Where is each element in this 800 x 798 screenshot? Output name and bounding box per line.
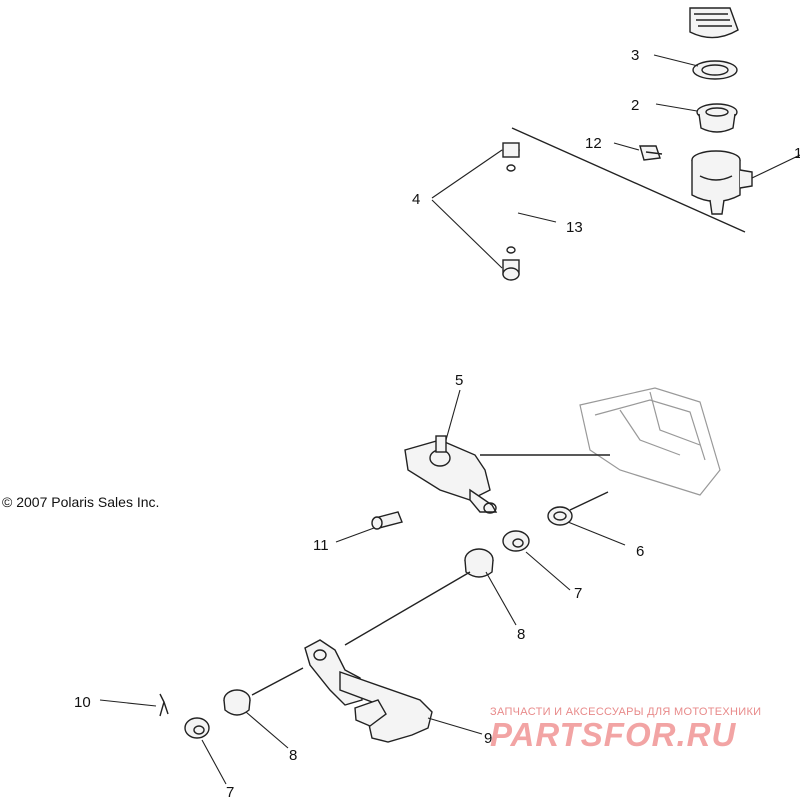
callout-1: 1 [794,145,800,162]
callout-7-upper: 7 [574,585,582,602]
washer-part-7-upper [502,530,530,552]
washer-part-7-lower [184,717,210,739]
callout-13: 13 [566,219,583,236]
callout-6: 6 [636,543,644,560]
watermark-tagline: ЗАПЧАСТИ И АКСЕССУАРЫ ДЛЯ МОТОТЕХНИКИ [490,706,762,718]
callout-4: 4 [412,191,420,208]
watermark-logo: PARTSFOR.RU [490,716,737,753]
master-cylinder-part [404,435,610,514]
callout-12: 12 [585,135,602,152]
leader-lines [99,54,699,785]
callout-5: 5 [455,372,463,389]
callout-2: 2 [631,97,639,114]
bushing-part-8-lower [223,689,251,716]
callout-8-upper: 8 [517,626,525,643]
brake-pedal-part [251,639,433,743]
clip-part-6 [547,491,609,526]
callout-10: 10 [74,694,91,711]
callout-3: 3 [631,47,639,64]
cap-diaphragm-part [692,60,738,80]
reservoir-cap-part [689,7,739,39]
callout-9: 9 [484,730,492,747]
callout-11: 11 [313,537,329,554]
brake-fluid-reservoir-part [691,150,800,215]
callout-7-lower: 7 [226,784,234,798]
bushing-part-8-upper [344,548,494,646]
screw-part-12 [639,145,663,161]
reservoir-seal-part [696,103,738,133]
copyright-notice: © 2007 Polaris Sales Inc. [2,494,160,510]
frame-bracket-ghost [579,387,721,496]
callout-labels: 3 2 12 1 4 13 5 11 6 7 8 10 8 9 7 [74,47,800,798]
brake-hose-part [502,127,746,281]
cotter-pin-part-10 [159,693,169,717]
bolt-part-11 [371,511,403,530]
callout-8-lower: 8 [289,747,297,764]
